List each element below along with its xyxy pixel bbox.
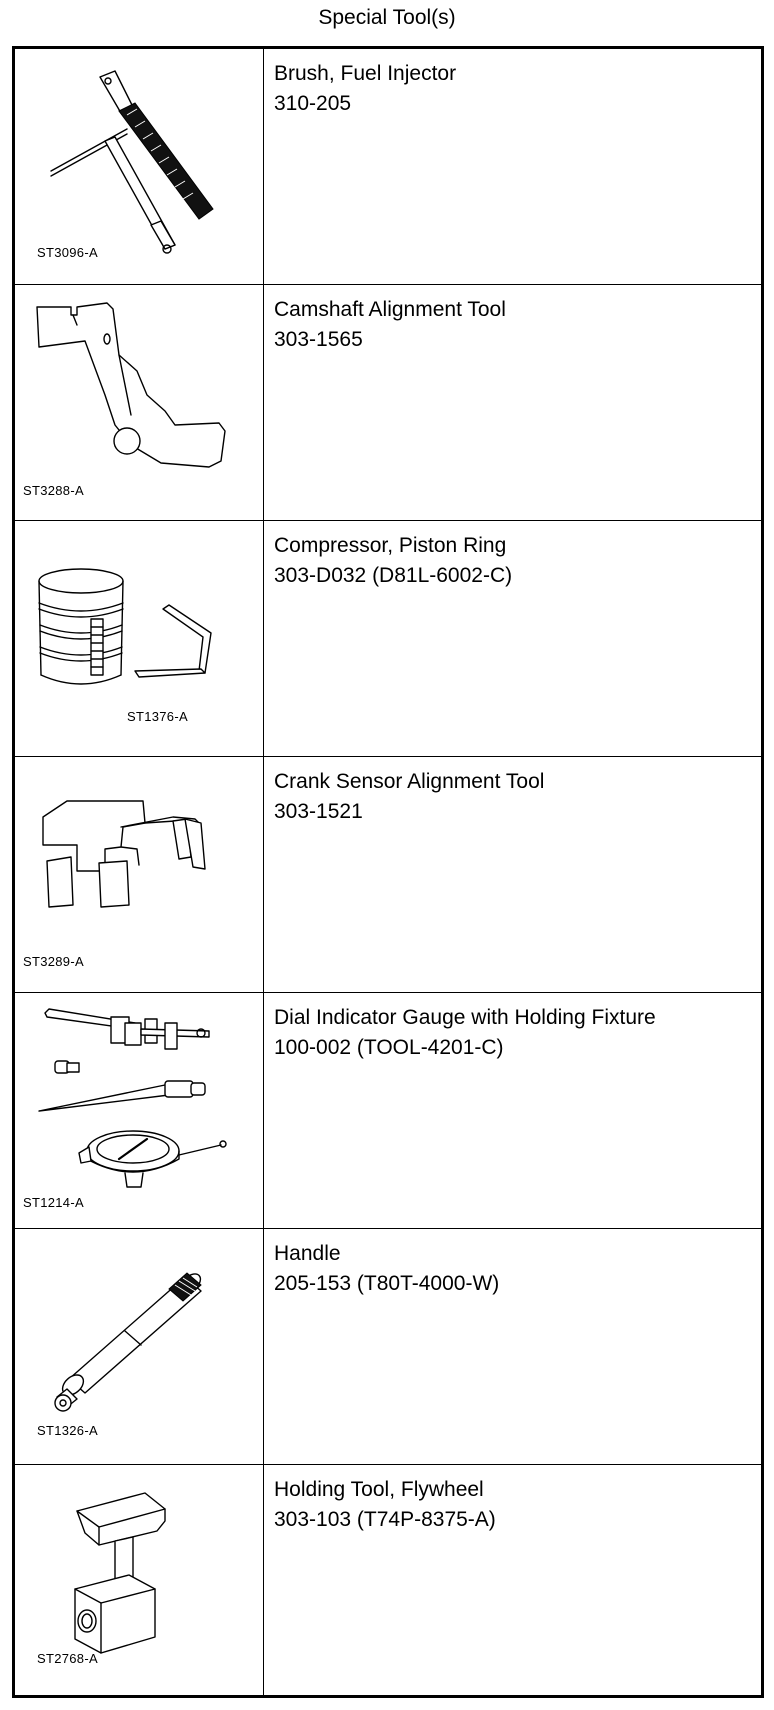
- tool-number: 303-1521: [274, 800, 363, 823]
- camshaft-alignment-tool-icon: [36, 302, 226, 468]
- tool-name: Brush, Fuel Injector: [274, 62, 457, 85]
- crank-sensor-alignment-tool-icon: [42, 800, 206, 908]
- tool-number: 100-002 (TOOL-4201-C): [274, 1036, 504, 1059]
- illustration-code: ST1376-A: [127, 709, 188, 724]
- handle-icon: [54, 1272, 202, 1412]
- page-title: Special Tool(s): [318, 6, 456, 29]
- tool-description: Camshaft Alignment Tool 303-1565: [274, 295, 755, 355]
- tool-description: Brush, Fuel Injector 310-205: [274, 59, 755, 119]
- tool-description: Handle 205-153 (T80T-4000-W): [274, 1239, 755, 1299]
- illustration-code: ST3288-A: [23, 483, 84, 498]
- tool-illustration-cell: ST3288-A: [15, 285, 264, 520]
- piston-ring-compressor-icon: [38, 568, 212, 685]
- tool-name: Compressor, Piston Ring: [274, 534, 507, 557]
- tool-description: Compressor, Piston Ring 303-D032 (D81L-6…: [274, 531, 755, 591]
- tool-illustration-cell: ST3096-A: [15, 49, 264, 284]
- tool-name: Camshaft Alignment Tool: [274, 298, 506, 321]
- tool-number: 303-1565: [274, 328, 363, 351]
- illustration-code: ST1214-A: [23, 1195, 84, 1210]
- special-tools-table: ST3096-A Brush, Fuel Injector 310-205 ST…: [12, 46, 764, 1698]
- tool-number: 310-205: [274, 92, 352, 115]
- tool-number: 303-103 (T74P-8375-A): [274, 1508, 496, 1531]
- tool-name: Handle: [274, 1242, 341, 1265]
- tool-description: Dial Indicator Gauge with Holding Fixtur…: [274, 1003, 755, 1063]
- illustration-code: ST2768-A: [37, 1651, 98, 1666]
- flywheel-holding-tool-icon: [74, 1492, 166, 1654]
- tool-name: Crank Sensor Alignment Tool: [274, 770, 545, 793]
- tool-illustration-cell: ST1214-A: [15, 993, 264, 1228]
- tool-description: Crank Sensor Alignment Tool 303-1521: [274, 767, 755, 827]
- tool-number: 205-153 (T80T-4000-W): [274, 1272, 500, 1295]
- dial-indicator-gauge-icon: [38, 1008, 227, 1188]
- tool-row: ST3289-A Crank Sensor Alignment Tool 303…: [15, 757, 761, 993]
- tool-row: ST3288-A Camshaft Alignment Tool 303-156…: [15, 285, 761, 521]
- tool-description: Holding Tool, Flywheel 303-103 (T74P-837…: [274, 1475, 755, 1535]
- tool-illustration-cell: ST2768-A: [15, 1465, 264, 1695]
- tool-name: Dial Indicator Gauge with Holding Fixtur…: [274, 1006, 656, 1029]
- tool-illustration-cell: ST3289-A: [15, 757, 264, 992]
- tool-row: ST1376-A Compressor, Piston Ring 303-D03…: [15, 521, 761, 757]
- illustration-code: ST3096-A: [37, 245, 98, 260]
- tool-row: ST3096-A Brush, Fuel Injector 310-205: [15, 49, 761, 285]
- illustration-code: ST1326-A: [37, 1423, 98, 1438]
- tool-row: ST2768-A Holding Tool, Flywheel 303-103 …: [15, 1465, 761, 1695]
- tool-illustration-cell: ST1376-A: [15, 521, 264, 756]
- fuel-injector-brush-icon: [50, 70, 214, 254]
- tool-illustration-cell: ST1326-A: [15, 1229, 264, 1464]
- tool-row: ST1214-A Dial Indicator Gauge with Holdi…: [15, 993, 761, 1229]
- tool-row: ST1326-A Handle 205-153 (T80T-4000-W): [15, 1229, 761, 1465]
- tool-number: 303-D032 (D81L-6002-C): [274, 564, 513, 587]
- illustration-code: ST3289-A: [23, 954, 84, 969]
- tool-name: Holding Tool, Flywheel: [274, 1478, 484, 1501]
